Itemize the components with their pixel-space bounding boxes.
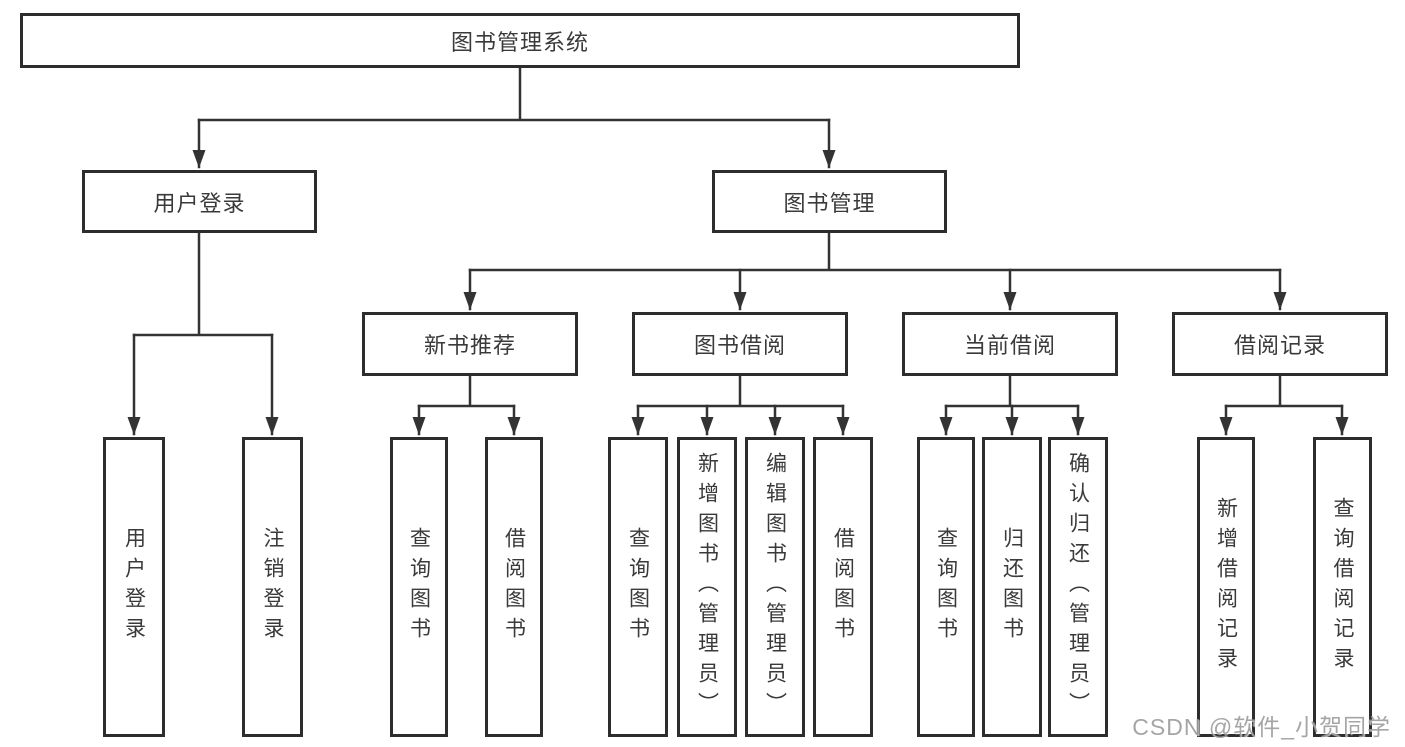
connector-borrow-records <box>1224 374 1344 408</box>
node-label: 归还图书 <box>1000 527 1024 647</box>
node-label: 用户登录 <box>153 190 246 216</box>
node-borrow-records: 借阅记录 <box>1172 312 1388 376</box>
node-label: 用户登录 <box>122 527 146 647</box>
node-book-borrow: 图书借阅 <box>632 312 848 376</box>
node-logout: 注销登录 <box>242 437 303 737</box>
node-label: 新书推荐 <box>423 333 516 358</box>
node-current-borrow: 当前借阅 <box>902 312 1118 376</box>
node-label: 借阅图书 <box>502 527 526 647</box>
node-borrow-books: 借阅图书 <box>813 437 873 737</box>
node-confirm-return-admin: 确认归还（管理员） <box>1048 437 1108 737</box>
node-label: 图书管理 <box>783 190 876 216</box>
node-add-borrow-record: 新增借阅记录 <box>1197 437 1255 737</box>
node-label: 当前借阅 <box>963 333 1056 358</box>
connector-book-management <box>468 231 1282 272</box>
node-label: 注销登录 <box>261 527 285 647</box>
node-label: 图书管理系统 <box>450 29 589 55</box>
connector-user-login <box>132 231 274 337</box>
node-label: 借阅记录 <box>1233 333 1326 358</box>
node-label: 新增借阅记录 <box>1214 497 1238 677</box>
node-borrow-books: 借阅图书 <box>485 437 543 737</box>
node-root: 图书管理系统 <box>20 13 1020 68</box>
node-new-book-recommend: 新书推荐 <box>362 312 578 376</box>
node-user-login-leaf: 用户登录 <box>103 437 165 737</box>
node-label: 查询图书 <box>626 527 650 647</box>
node-label: 编辑图书（管理员） <box>763 452 787 722</box>
node-query-books: 查询图书 <box>390 437 448 737</box>
node-add-book-admin: 新增图书（管理员） <box>677 437 737 737</box>
node-edit-book-admin: 编辑图书（管理员） <box>745 437 805 737</box>
node-label: 借阅图书 <box>831 527 855 647</box>
node-query-borrow-record: 查询借阅记录 <box>1313 437 1372 737</box>
node-query-books: 查询图书 <box>917 437 975 737</box>
node-label: 确认归还（管理员） <box>1066 452 1090 722</box>
connector-current-borrow <box>944 374 1080 408</box>
node-label: 查询图书 <box>934 527 958 647</box>
node-return-book: 归还图书 <box>982 437 1042 737</box>
connector-book-borrow <box>636 374 845 408</box>
node-label: 查询图书 <box>407 527 431 647</box>
connector-root <box>197 66 831 122</box>
connector-new-book <box>417 374 516 408</box>
node-label: 查询借阅记录 <box>1331 497 1355 677</box>
node-label: 图书借阅 <box>693 333 786 358</box>
node-book-management: 图书管理 <box>712 170 947 233</box>
node-label: 新增图书（管理员） <box>695 452 719 722</box>
node-query-books: 查询图书 <box>608 437 668 737</box>
node-user-login: 用户登录 <box>82 170 317 233</box>
